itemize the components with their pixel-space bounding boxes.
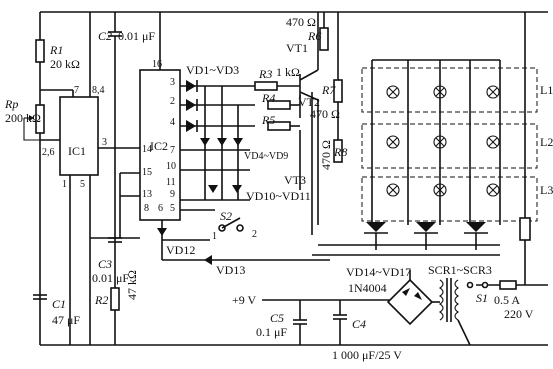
r8-label: R8 bbox=[334, 145, 348, 159]
scr-label: SCR1~SCR3 bbox=[428, 263, 492, 277]
r5-label: R5 bbox=[262, 113, 276, 127]
ic1-pin-5: 5 bbox=[80, 179, 85, 190]
supply-9v-label: +9 V bbox=[232, 293, 257, 307]
c2-value: 0.01 μF bbox=[118, 29, 156, 43]
r8-value: 470 Ω bbox=[319, 140, 333, 170]
r1-value: 20 kΩ bbox=[50, 57, 80, 71]
r2-label: R2 bbox=[95, 293, 109, 307]
r4-label: R4 bbox=[262, 91, 276, 105]
ic1-pin-8-4: 8,4 bbox=[92, 85, 105, 96]
ic1-pin-2-6: 2,6 bbox=[42, 147, 55, 158]
r1-label: R1 bbox=[50, 43, 64, 57]
vt1-label: VT1 bbox=[286, 41, 308, 55]
ic2-pin-6: 6 bbox=[158, 203, 163, 214]
c4-value: 1 000 μF/25 V bbox=[332, 348, 402, 362]
lamp-l1-label: L1 bbox=[540, 83, 553, 97]
ic1-pin-1: 1 bbox=[62, 179, 67, 190]
c3-label: C3 bbox=[98, 257, 113, 271]
ic2-pin-2: 2 bbox=[170, 96, 175, 107]
c5-value: 0.1 μF bbox=[256, 325, 288, 339]
vd12-label: VD12 bbox=[166, 243, 196, 257]
ic2-pin-9: 9 bbox=[170, 189, 175, 200]
c4-label: C4 bbox=[352, 317, 367, 331]
fuse-value: 0.5 A bbox=[494, 293, 521, 307]
s2-label: S2 bbox=[220, 209, 232, 223]
c5-label: C5 bbox=[270, 311, 285, 325]
ic2-label: IC2 bbox=[150, 139, 168, 153]
lamp-l3-label: L3 bbox=[540, 183, 553, 197]
vd13-label: VD13 bbox=[216, 263, 246, 277]
ic2-pin-10: 10 bbox=[166, 161, 176, 172]
r6-value: 470 Ω bbox=[286, 15, 316, 29]
rp-value: 200 kΩ bbox=[5, 111, 41, 125]
ic2-pin-5: 5 bbox=[170, 203, 175, 214]
r6-label: R6 bbox=[308, 29, 322, 43]
vd14-17-label: VD14~VD17 bbox=[346, 265, 412, 279]
ic1-label: IC1 bbox=[68, 144, 86, 158]
r2-value: 47 kΩ bbox=[125, 270, 139, 300]
vd14-17-type: 1N4004 bbox=[348, 281, 387, 295]
ic2-pin-16: 16 bbox=[152, 59, 162, 70]
ic2-pin-14: 14 bbox=[142, 144, 152, 155]
ic1-pin-7: 7 bbox=[74, 85, 79, 96]
r3-label: R3 bbox=[259, 67, 273, 81]
rp-label: Rp bbox=[5, 97, 19, 111]
c1-label: C1 bbox=[52, 297, 67, 311]
ic2-pin-11: 11 bbox=[166, 177, 176, 188]
mains-label: 220 V bbox=[504, 307, 534, 321]
r3-value: 1 kΩ bbox=[276, 65, 300, 79]
ic2-pin-8: 8 bbox=[144, 203, 149, 214]
ic1-pin-3: 3 bbox=[102, 137, 107, 148]
s2-pos-1: 1 bbox=[212, 231, 217, 242]
vt2-label: VT2 bbox=[298, 95, 320, 109]
vd1-3-label: VD1~VD3 bbox=[186, 63, 240, 77]
c1-value: 47 μF bbox=[52, 313, 81, 327]
r7-value: 470 Ω bbox=[310, 107, 340, 121]
ic2-pin-13: 13 bbox=[142, 189, 152, 200]
c3-value: 0.01 μF bbox=[92, 271, 130, 285]
r7-label: R7 bbox=[322, 83, 336, 97]
s2-pos-2: 2 bbox=[252, 229, 257, 240]
c2-label: C2 bbox=[98, 29, 113, 43]
ic2-pin-3: 3 bbox=[170, 77, 175, 88]
ic2-pin-15: 15 bbox=[142, 167, 152, 178]
vd10-11-label: VD10~VD11 bbox=[246, 189, 311, 203]
vt3-label: VT3 bbox=[284, 173, 306, 187]
ic2-pin-7: 7 bbox=[170, 145, 175, 156]
ic2-pin-4: 4 bbox=[170, 117, 175, 128]
s1-label: S1 bbox=[476, 291, 488, 305]
vd4-9-label: VD4~VD9 bbox=[244, 151, 289, 162]
lamp-l2-label: L2 bbox=[540, 135, 553, 149]
